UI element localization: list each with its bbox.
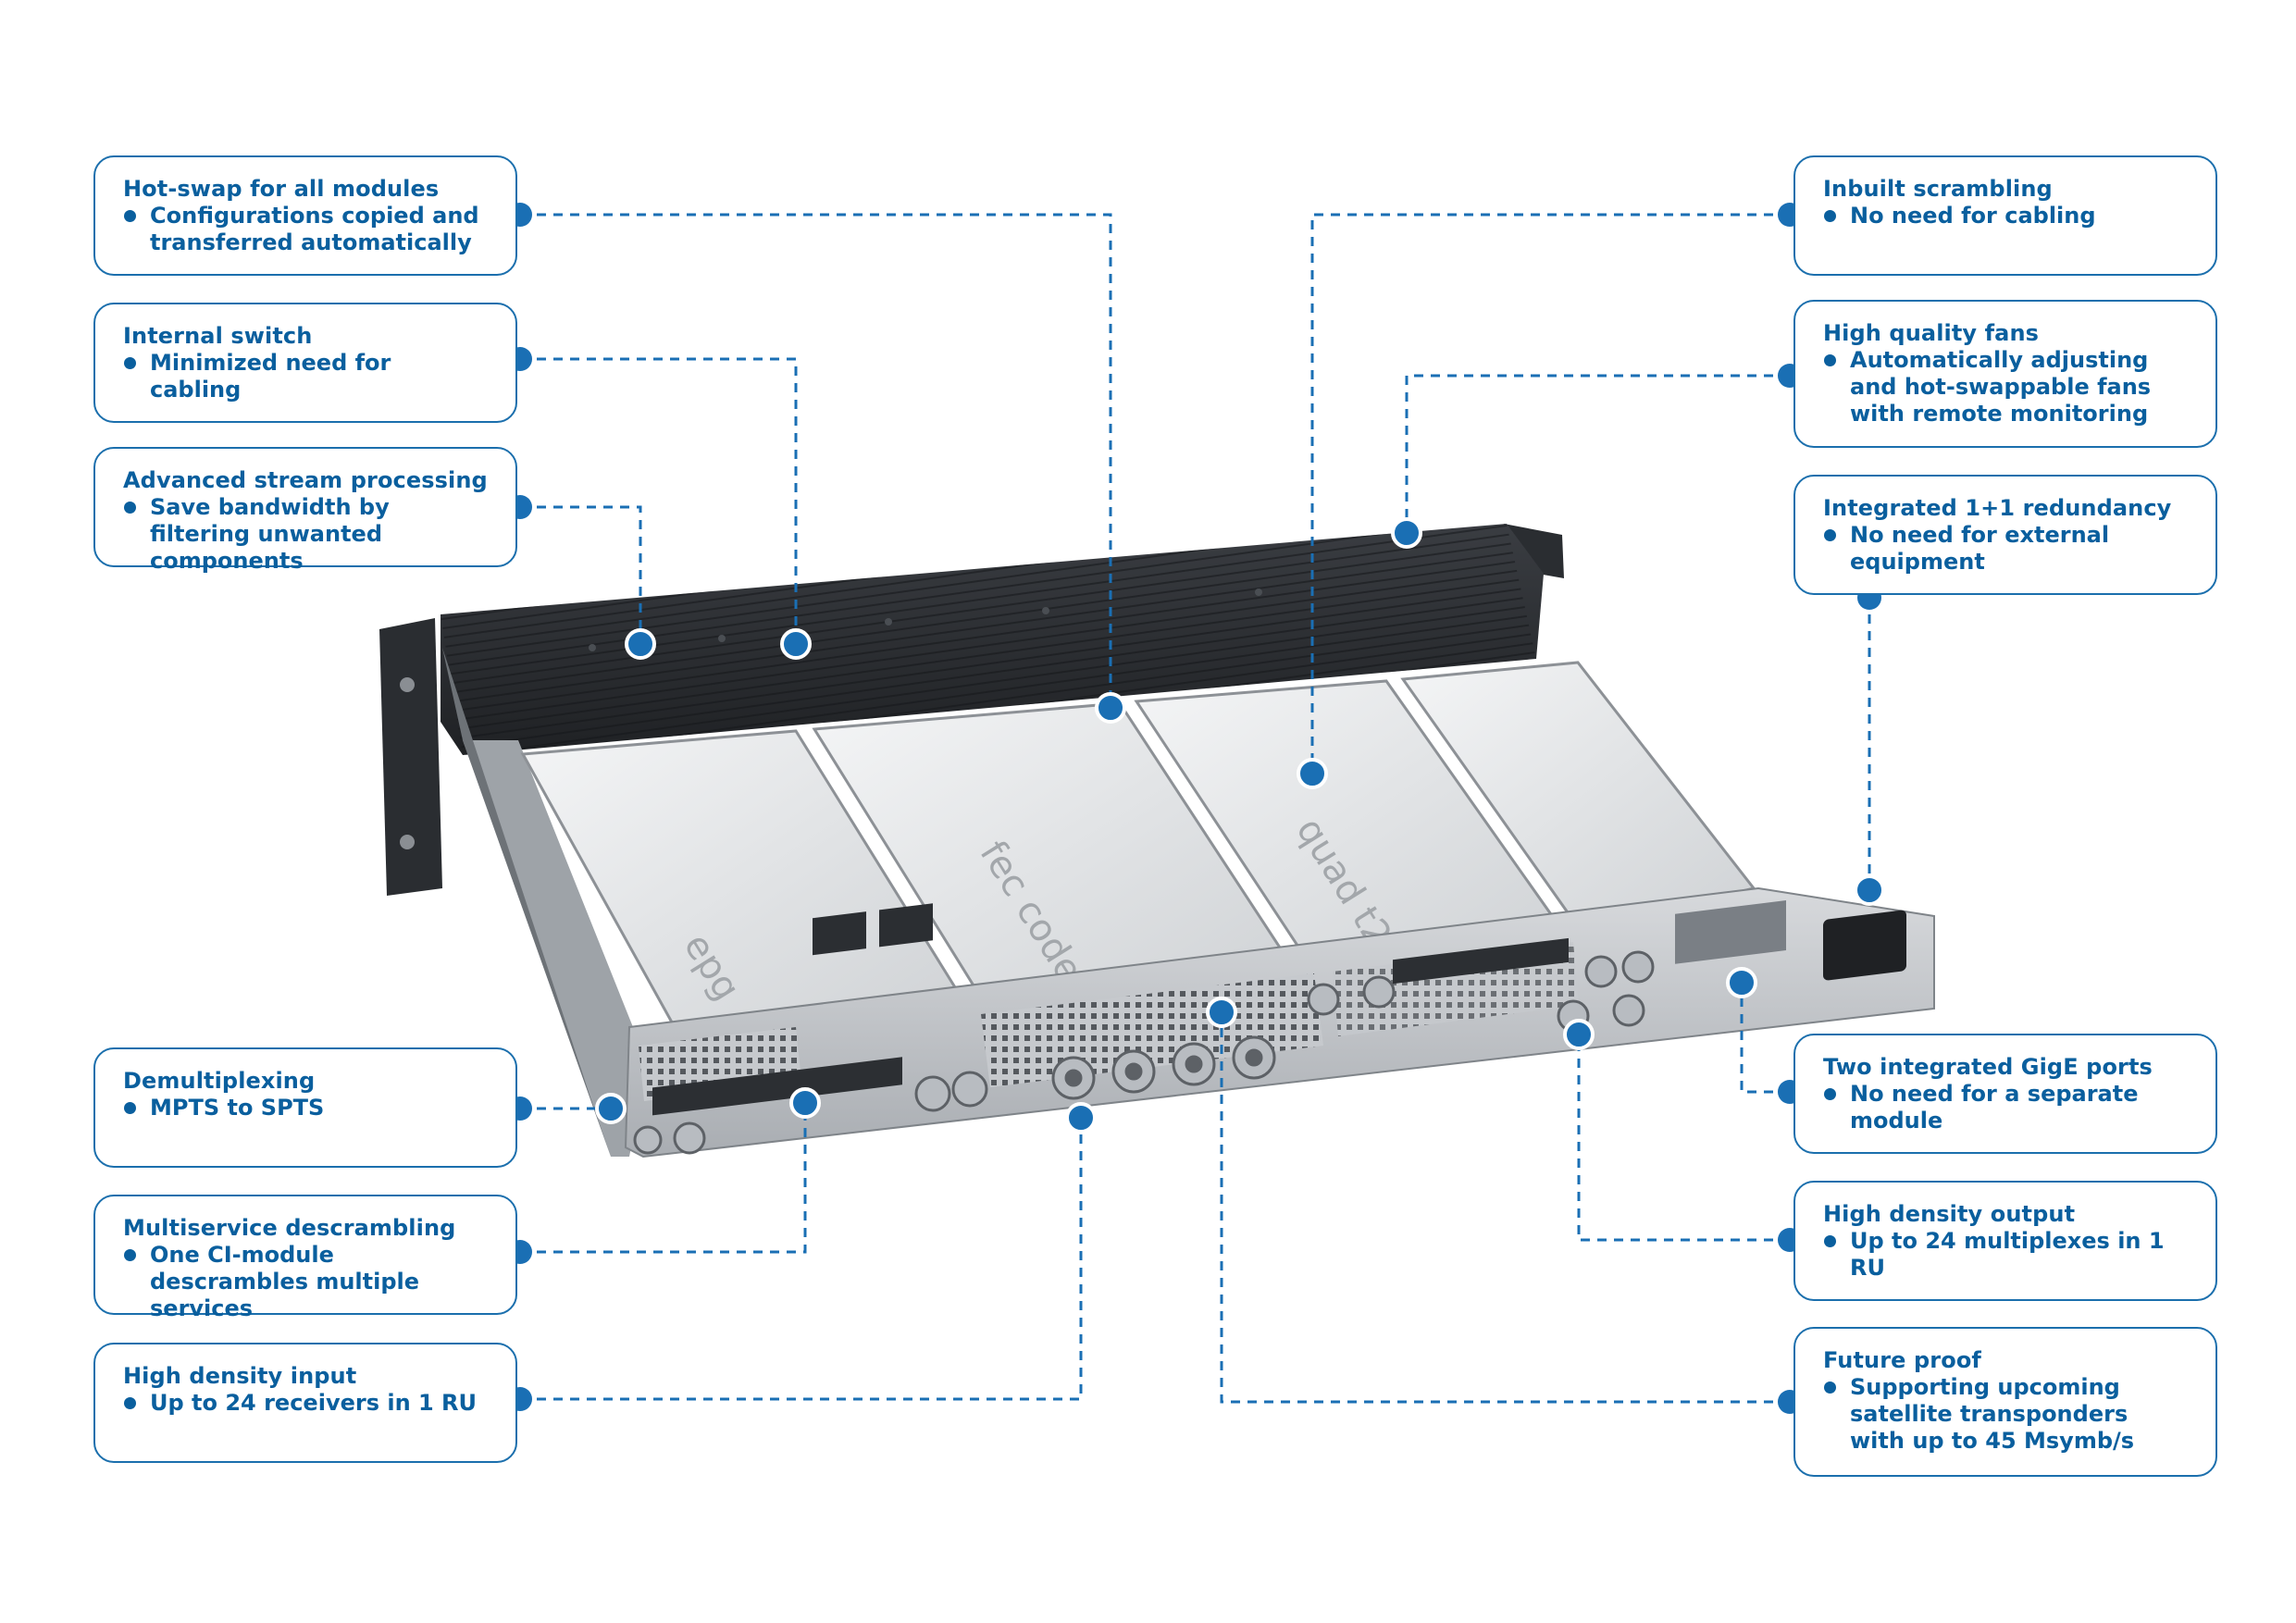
target-dot-demux — [595, 1093, 627, 1124]
target-dot-descrambling — [789, 1087, 821, 1119]
leader-line-hot-swap — [520, 213, 1112, 708]
callout-title: Future proof — [1823, 1347, 1981, 1373]
callout-high-density-input: High density input Up to 24 receivers in… — [93, 1343, 517, 1463]
callout-bullet: Up to 24 multiplexes in 1 RU — [1823, 1228, 2188, 1282]
callout-title: Multiservice descrambling — [123, 1215, 456, 1241]
callout-title: Hot-swap for all modules — [123, 176, 440, 202]
callout-gige-ports: Two integrated GigE ports No need for a … — [1793, 1034, 2217, 1154]
target-dot-stream-proc — [625, 628, 656, 660]
callout-redundancy: Integrated 1+1 redundancy No need for ex… — [1793, 475, 2217, 595]
callout-stream-processing: Advanced stream processing Save bandwidt… — [93, 447, 517, 574]
leader-line-internal-switch — [520, 357, 798, 644]
callout-bullet: No need for cabling — [1823, 203, 2188, 229]
chassis-left-rail — [463, 740, 648, 1157]
bnc-connectors — [633, 950, 1655, 1155]
callout-bullet: Supporting upcoming satellite transponde… — [1823, 1374, 2188, 1455]
callout-title: Two integrated GigE ports — [1823, 1054, 2153, 1080]
callout-title: High density output — [1823, 1201, 2076, 1227]
leader-line-fans — [1405, 374, 1790, 533]
callout-title: Integrated 1+1 redundancy — [1823, 495, 2172, 521]
target-dot-hot-swap — [1095, 692, 1126, 724]
target-dot-scrambling — [1297, 758, 1328, 789]
callout-bullet: Configurations copied and transferred au… — [123, 203, 488, 256]
callout-title: Inbuilt scrambling — [1823, 176, 2053, 202]
callout-hot-swap: Hot-swap for all modules Configurations … — [93, 155, 517, 276]
ethernet-port-2 — [879, 903, 933, 948]
target-dot-redundancy — [1854, 874, 1885, 906]
callout-bullet: Minimized need for cabling — [123, 350, 488, 403]
leader-line-stream-proc — [520, 505, 642, 644]
leader-line-gige — [1740, 983, 1790, 1094]
leader-line-descrambling — [520, 1103, 807, 1254]
callout-demultiplexing: Demultiplexing MPTS to SPTS — [93, 1047, 517, 1168]
ci-slot-1 — [652, 1057, 902, 1116]
target-dot-future-proof — [1206, 997, 1237, 1028]
callout-title: High density input — [123, 1363, 357, 1389]
rack-ear-left — [379, 618, 442, 896]
sfp-cage — [1675, 900, 1786, 964]
callout-inbuilt-scrambling: Inbuilt scrambling No need for cabling — [1793, 155, 2217, 276]
callout-internal-switch: Internal switch Minimized need for cabli… — [93, 303, 517, 423]
ethernet-port-1 — [813, 911, 866, 956]
callout-title: Internal switch — [123, 323, 313, 349]
target-dot-internal-switch — [780, 628, 812, 660]
callout-bullet: No need for external equipment — [1823, 522, 2188, 576]
power-inlet — [1823, 910, 1906, 981]
callout-bullet: Up to 24 receivers in 1 RU — [123, 1390, 488, 1417]
callout-high-quality-fans: High quality fans Automatically adjustin… — [1793, 300, 2217, 448]
callout-bullet: Save bandwidth by filtering unwanted com… — [123, 494, 488, 575]
leader-line-scrambling — [1310, 213, 1790, 774]
target-dot-hd-input — [1065, 1102, 1097, 1134]
callout-multiservice-descrambling: Multiservice descrambling One CI-module … — [93, 1195, 517, 1321]
leader-line-future-proof — [1220, 1012, 1790, 1404]
callout-title: Demultiplexing — [123, 1068, 316, 1094]
target-dot-gige — [1726, 967, 1757, 998]
callout-high-density-output: High density output Up to 24 multiplexes… — [1793, 1181, 2217, 1301]
leader-line-hd-input — [520, 1118, 1083, 1401]
target-dot-fans — [1391, 517, 1422, 549]
callout-title: High quality fans — [1823, 320, 2040, 346]
callout-bullet: No need for a separate module — [1823, 1081, 2188, 1134]
callout-bullet: Automatically adjusting and hot-swappabl… — [1823, 347, 2188, 427]
target-dot-hd-output — [1563, 1019, 1595, 1050]
callout-title: Advanced stream processing — [123, 467, 488, 493]
callout-future-proof: Future proof Supporting upcoming satelli… — [1793, 1327, 2217, 1477]
callout-bullet: One CI-module descrambles multiple servi… — [123, 1242, 488, 1322]
leader-line-hd-output — [1577, 1035, 1790, 1242]
ci-slot-2 — [1393, 937, 1569, 985]
callout-bullet: MPTS to SPTS — [123, 1095, 488, 1121]
